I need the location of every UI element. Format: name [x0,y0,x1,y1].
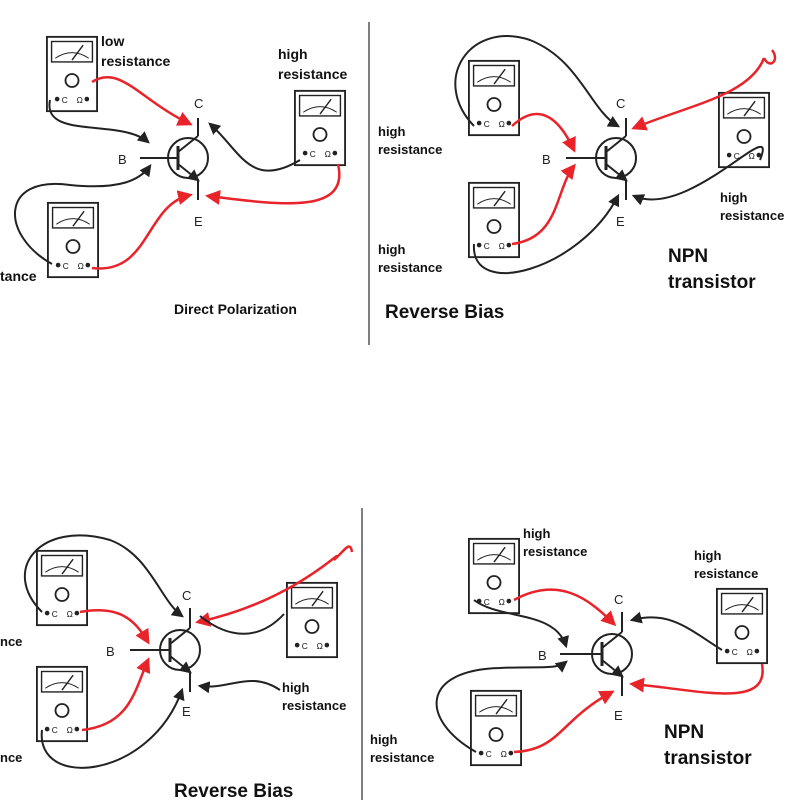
panel-bottom-right: high resistance high resistance high res… [370,526,768,769]
label-resistance: resistance [523,544,587,559]
label-cropped-resistance: tance [0,268,37,284]
pin-collector: C [614,592,623,607]
meter-top-right-3 [468,181,520,259]
label-high: high [282,680,309,695]
pin-base: B [538,648,547,663]
label-cropped-resistance: nce [0,750,22,765]
title-npn: NPN [664,722,704,743]
meter-bottom-right-2 [716,587,768,665]
label-high: high [378,242,405,257]
panel-bottom-left: nce high resistance nce C B E Reverse Bi… [0,534,354,800]
pin-base: B [542,152,551,167]
label-low: low [101,33,124,49]
label-high: high [378,124,405,139]
pin-collector: C [194,96,203,111]
label-resistance: resistance [378,142,442,157]
transistor-bottom-left [130,608,201,692]
caption-reverse-bias: Reverse Bias [385,302,504,323]
label-cropped-resistance: nce [0,634,22,649]
label-resistance: resistance [378,260,442,275]
title-transistor: transistor [664,748,752,769]
transistor-bottom-right [560,612,633,696]
label-resistance: resistance [282,698,346,713]
meter-bottom-right-3 [470,689,522,767]
label-resistance: resistance [694,566,758,581]
panel-top-right: high resistance high resistance high res… [378,35,784,323]
pin-emitter: E [194,214,203,229]
label-high: high [370,732,397,747]
caption-reverse-bias-cropped: Reverse Bias [174,781,293,800]
label-high: high [523,526,550,541]
caption-direct-polarization: Direct Polarization [174,301,297,317]
title-transistor: transistor [668,272,756,293]
meter-bottom-left-1 [36,549,88,627]
label-resistance: resistance [370,750,434,765]
label-resistance: resistance [278,66,347,82]
meter-bottom-left-3 [36,665,88,743]
meter-top-left-1 [46,35,98,113]
pin-collector: C [616,96,625,111]
meter-top-left-2 [294,89,346,167]
pin-base: B [118,152,127,167]
meter-top-right-1 [468,59,520,137]
title-npn: NPN [668,246,708,267]
pin-base: B [106,644,115,659]
label-high: high [694,548,721,563]
pin-collector: C [182,588,191,603]
meter-top-left-3 [47,201,99,279]
pin-emitter: E [614,708,623,723]
pin-emitter: E [182,704,191,719]
label-resistance: resistance [101,53,170,69]
panel-top-left: low resistance high resistance tance C B… [0,33,347,317]
pin-emitter: E [616,214,625,229]
transistor-top-left [140,118,209,200]
label-high: high [720,190,747,205]
label-high: high [278,46,308,62]
meter-bottom-left-2 [286,581,338,659]
transistor-top-right [566,118,637,200]
label-resistance: resistance [720,208,784,223]
